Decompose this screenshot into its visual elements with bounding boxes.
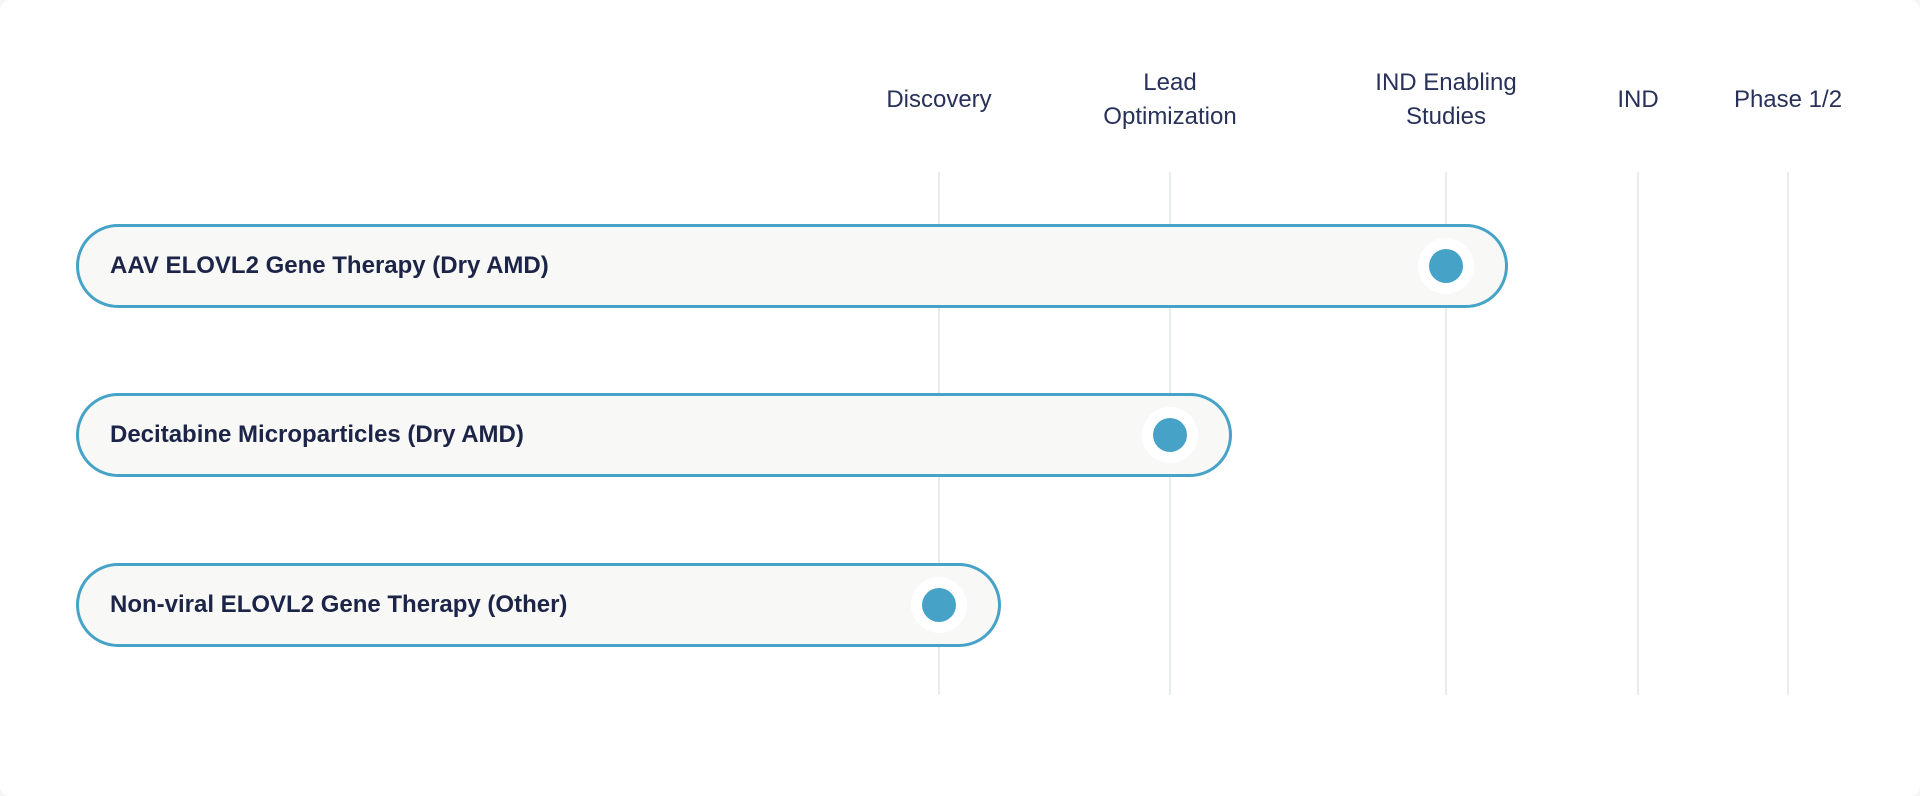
gridline-ind (1637, 172, 1639, 695)
stage-marker-ring (911, 577, 967, 633)
program-label: Decitabine Microparticles (Dry AMD) (110, 421, 524, 448)
column-header-ind: IND (1617, 86, 1659, 113)
stage-marker-ring (1142, 407, 1198, 463)
stage-marker-dot (1429, 249, 1463, 283)
stage-marker-ring (1418, 238, 1474, 294)
column-header-ind-enabling-studies: IND Enabling Studies (1375, 69, 1517, 130)
pipeline-row-aav-elovl2-gene-therapy: AAV ELOVL2 Gene Therapy (Dry AMD) (76, 224, 1508, 308)
stage-marker-dot (922, 588, 956, 622)
pipeline-row-non-viral-elovl2-gene-therapy: Non-viral ELOVL2 Gene Therapy (Other) (76, 563, 1001, 647)
program-label: Non-viral ELOVL2 Gene Therapy (Other) (110, 591, 568, 618)
gridline-phase-1-2 (1787, 172, 1789, 695)
column-header-phase-1-2: Phase 1/2 (1733, 86, 1843, 113)
pipeline-row-decitabine-microparticles: Decitabine Microparticles (Dry AMD) (76, 393, 1232, 477)
program-label: AAV ELOVL2 Gene Therapy (Dry AMD) (110, 252, 549, 279)
column-header-discovery: Discovery (886, 86, 992, 113)
gridline-ind-enabling-studies (1445, 172, 1447, 695)
stage-marker-dot (1153, 418, 1187, 452)
column-header-lead-optimization: Lead Optimization (1103, 69, 1237, 130)
